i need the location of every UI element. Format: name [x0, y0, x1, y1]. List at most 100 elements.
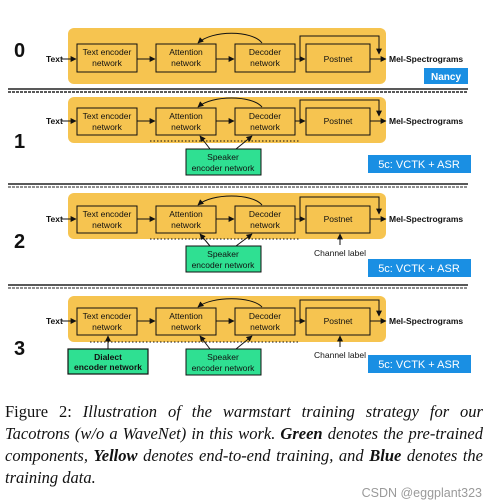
training-data-badge — [368, 155, 471, 173]
text-encoder-label: Text encoder — [83, 111, 132, 121]
arrow — [235, 233, 253, 247]
speaker-encoder-label: encoder network — [192, 363, 256, 373]
postnet-box — [305, 205, 371, 234]
output-label: Mel-Spectrograms — [389, 54, 463, 64]
feedback-arrow — [197, 195, 263, 206]
arrow — [199, 233, 211, 247]
stage-number: 0 — [14, 40, 25, 62]
arrow — [235, 135, 253, 150]
channel-label: Channel label — [314, 248, 366, 258]
text-encoder-box — [76, 43, 138, 73]
caption-text: denotes end-to-end training, and — [137, 446, 370, 465]
text-encoder-label: Text encoder — [83, 209, 132, 219]
postnet-label: Postnet — [324, 316, 353, 326]
stage-1: 1 Text Text encoder network Attention ne… — [14, 97, 471, 176]
caption-text: denotes the training data. — [5, 446, 484, 487]
speaker-encoder-label: Speaker — [207, 249, 239, 259]
stage-number: 3 — [14, 338, 25, 360]
text-encoder-label: network — [92, 220, 123, 230]
attention-label: Attention — [169, 311, 203, 321]
text-encoder-label: network — [92, 58, 123, 68]
speaker-encoder-label: Speaker — [207, 352, 239, 362]
attention-box — [155, 307, 217, 336]
attention-box — [155, 43, 217, 73]
decoder-box — [234, 43, 296, 73]
training-data-label: Nancy — [431, 72, 461, 83]
skip-connection — [299, 99, 382, 121]
caption-blue: Blue — [369, 446, 402, 465]
feedback-arrow — [197, 298, 263, 308]
skip-connection — [299, 196, 382, 219]
input-label: Text — [46, 54, 63, 64]
caption-prefix: Figure 2: — [5, 402, 83, 421]
training-data-label: 5c: VCTK + ASR — [378, 359, 460, 371]
feedback-arrow — [197, 97, 263, 108]
postnet-box — [305, 307, 371, 336]
attention-box — [155, 205, 217, 234]
stage-0: 0 Text Text encoder network Attention ne… — [14, 28, 468, 84]
attention-label: Attention — [169, 209, 203, 219]
postnet-label: Postnet — [324, 214, 353, 224]
arrow — [199, 135, 211, 150]
watermark: CSDN @eggplant323 — [361, 486, 482, 500]
caption-text: Illustration of the warmstart training s… — [5, 402, 483, 443]
figure-caption: Figure 2: Illustration of the warmstart … — [5, 401, 483, 489]
speaker-encoder-box — [185, 245, 262, 273]
attention-label: Attention — [169, 111, 203, 121]
decoder-label: Decoder — [249, 47, 281, 57]
stage-number: 2 — [14, 231, 25, 253]
text-encoder-box — [76, 307, 138, 336]
attention-label: network — [171, 122, 202, 132]
text-encoder-label: Text encoder — [83, 311, 132, 321]
dialect-encoder-label: Dialect — [94, 352, 122, 362]
attention-label: network — [171, 58, 202, 68]
text-encoder-label: Text encoder — [83, 47, 132, 57]
decoder-label: Decoder — [249, 311, 281, 321]
output-label: Mel-Spectrograms — [389, 316, 463, 326]
output-label: Mel-Spectrograms — [389, 116, 463, 126]
skip-connection — [299, 299, 382, 321]
decoder-box — [234, 307, 296, 336]
caption-yellow: Yellow — [93, 446, 138, 465]
stage-3: 3 Text Text encoder network Attention ne… — [14, 296, 471, 376]
text-encoder-label: network — [92, 322, 123, 332]
input-label: Text — [46, 214, 63, 224]
training-data-label: 5c: VCTK + ASR — [378, 159, 460, 171]
stage-number: 1 — [14, 131, 25, 153]
decoder-label: network — [250, 322, 281, 332]
training-data-badge — [424, 68, 468, 84]
output-label: Mel-Spectrograms — [389, 214, 463, 224]
attention-box — [155, 107, 217, 136]
postnet-label: Postnet — [324, 116, 353, 126]
stage-2: 2 Text Text encoder network Attention ne… — [14, 193, 471, 277]
postnet-box — [305, 107, 371, 136]
attention-label: network — [171, 220, 202, 230]
speaker-encoder-label: Speaker — [207, 152, 239, 162]
input-label: Text — [46, 116, 63, 126]
speaker-encoder-label: encoder network — [192, 260, 256, 270]
attention-label: Attention — [169, 47, 203, 57]
attention-label: network — [171, 322, 202, 332]
caption-text: denotes the pre-trained components, — [5, 424, 483, 465]
dialect-encoder-label: encoder network — [74, 362, 142, 372]
postnet-box — [305, 43, 371, 73]
input-label: Text — [46, 316, 63, 326]
speaker-encoder-label: encoder network — [192, 163, 256, 173]
skip-connection — [299, 35, 382, 59]
feedback-arrow — [197, 32, 263, 44]
channel-label: Channel label — [314, 350, 366, 360]
training-data-badge — [368, 259, 471, 277]
decoder-label: Decoder — [249, 111, 281, 121]
warmstart-diagram: 0 Text Text encoder network Attention ne… — [8, 28, 471, 376]
text-encoder-label: network — [92, 122, 123, 132]
decoder-label: Decoder — [249, 209, 281, 219]
arrow — [199, 335, 211, 350]
caption-green: Green — [280, 424, 323, 443]
training-data-label: 5c: VCTK + ASR — [378, 263, 460, 275]
decoder-label: network — [250, 58, 281, 68]
decoder-label: network — [250, 122, 281, 132]
speaker-encoder-box — [185, 348, 262, 376]
speaker-encoder-box — [185, 148, 262, 176]
text-encoder-box — [76, 205, 138, 234]
decoder-label: network — [250, 220, 281, 230]
